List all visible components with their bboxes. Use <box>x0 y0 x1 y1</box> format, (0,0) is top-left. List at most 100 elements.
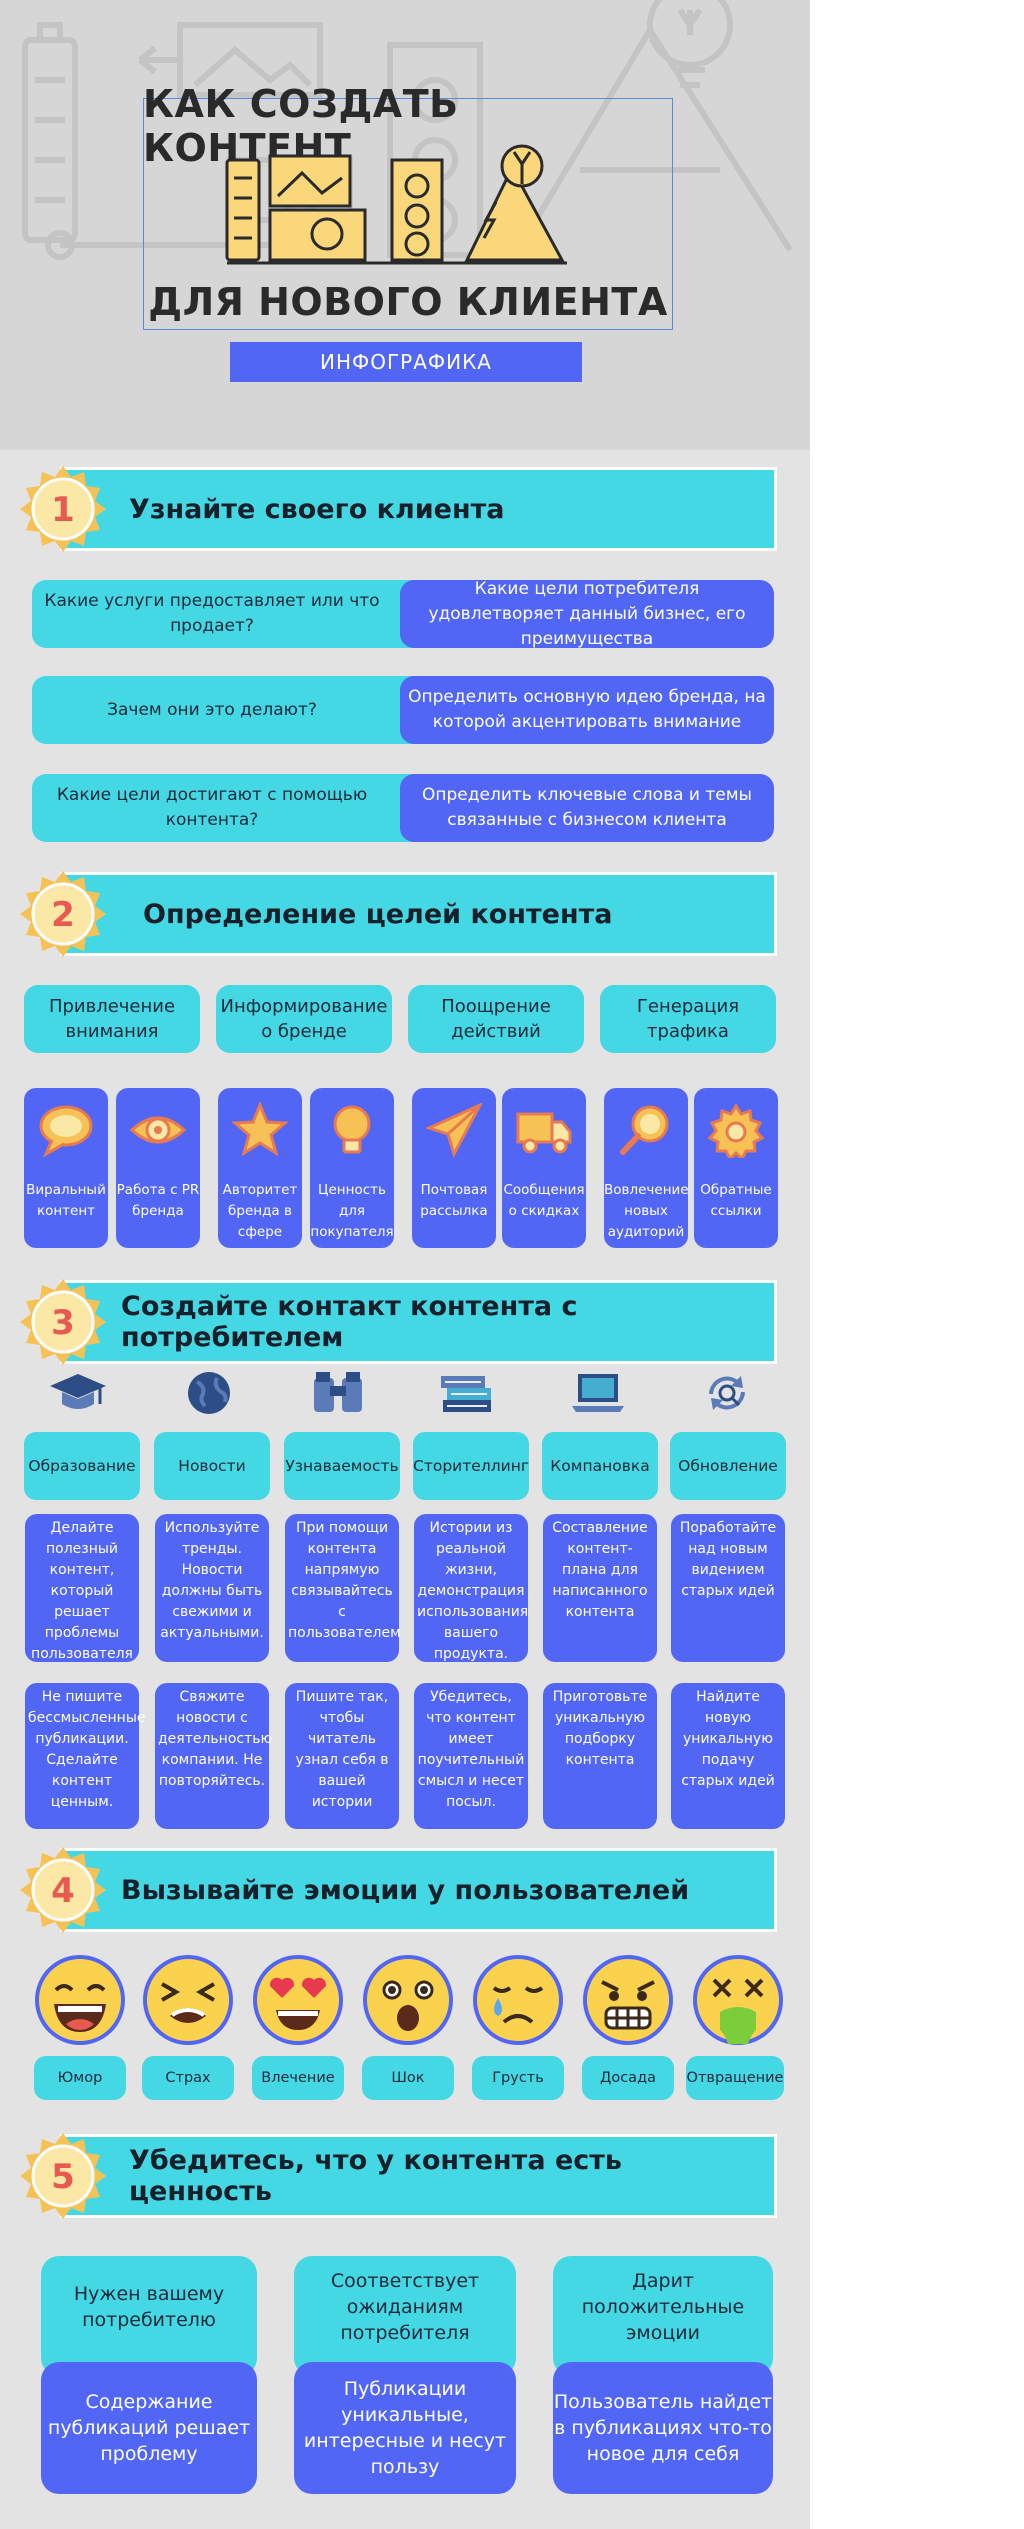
goal-card: Генерация трафика <box>600 985 776 1053</box>
goal-item: Почтовая рассылка <box>412 1088 496 1248</box>
emotion-label: Страх <box>142 2056 234 2100</box>
gear-icon <box>708 1103 764 1158</box>
section3-category: Образование <box>24 1432 140 1500</box>
goal-card: Привлечение внимания <box>24 985 200 1053</box>
hero-section: КАК СОЗДАТЬ КОНТЕНТ ДЛЯ НОВОГО КЛИЕНТА <box>0 0 810 450</box>
value-card-title: Дарит положительные эмоции <box>553 2256 773 2376</box>
goal-item-label: Сообщения о скидках <box>503 1182 585 1219</box>
section3-tip: Поработайте над новым видением старых ид… <box>671 1514 785 1662</box>
laptop-icon <box>572 1374 624 1412</box>
section3-title: Создайте контакт контента с потребителем <box>121 1291 578 1353</box>
emotion-label: Досада <box>582 2056 674 2100</box>
laughing-face-icon <box>35 1955 125 2045</box>
speech-bubble-icon <box>39 1105 93 1158</box>
paper-plane-icon <box>426 1102 482 1158</box>
lightbulb-icon <box>333 1105 371 1154</box>
section1-question: Какие услуги предоставляет или что прода… <box>32 580 452 648</box>
refresh-magnifier-icon <box>709 1376 745 1410</box>
star-icon <box>232 1102 288 1157</box>
section3-banner: Создайте контакт контента с потребителем <box>60 1280 777 1364</box>
section2-banner: Определение целей контента <box>60 872 777 956</box>
section1-row: Какие услуги предоставляет или что прода… <box>32 579 774 649</box>
section3-category: Компановка <box>542 1432 658 1500</box>
value-card-title: Нужен вашему потребителю <box>41 2256 257 2376</box>
section3-advice: Не пишите бессмысленные публикации. Сдел… <box>25 1683 146 1829</box>
section3-category: Сторителлинг <box>413 1432 529 1500</box>
section1-answer: Какие цели потребителя удовлетворяет дан… <box>400 579 774 649</box>
goal-item: Обратные ссылки <box>694 1088 778 1248</box>
emotion-label: Отвращение <box>686 2056 784 2100</box>
hero-title-line2: ДЛЯ НОВОГО КЛИЕНТА <box>148 280 668 324</box>
emotion-label: Грусть <box>472 2056 564 2100</box>
section1-title: Узнайте своего клиента <box>129 493 505 525</box>
goal-item-label: Ценность для покупателя <box>310 1182 394 1240</box>
goal-card: Информирование о бренде <box>216 985 392 1053</box>
idea-graphic-icon <box>225 144 567 265</box>
globe-icon <box>188 1372 230 1414</box>
emotion-label: Влечение <box>252 2056 344 2100</box>
section3-badge-icon: 3 <box>20 1279 106 1365</box>
angry-face-icon <box>583 1955 673 2045</box>
section3-category: Узнаваемость <box>284 1432 400 1500</box>
section3-advice: Приготовьте уникальную подборку контента <box>543 1683 657 1829</box>
goal-item-label: Обратные ссылки <box>700 1182 772 1219</box>
eye-icon <box>130 1116 186 1144</box>
section5-banner: Убедитесь, что у контента есть ценность <box>60 2134 777 2218</box>
section1-row: Зачем они это делают? Определить основну… <box>32 676 774 744</box>
binoculars-icon <box>314 1372 362 1412</box>
title-frame <box>143 98 673 330</box>
scared-face-icon <box>143 1955 233 2045</box>
section1-question: Зачем они это делают? <box>32 676 452 744</box>
value-card-text: Публикации уникальные, интересные и несу… <box>294 2362 516 2494</box>
nauseated-face-icon <box>693 1955 783 2045</box>
section5-number: 5 <box>51 2157 75 2197</box>
section1-number: 1 <box>51 490 75 530</box>
goal-item-label: Авторитет бренда в сфере <box>222 1182 298 1240</box>
section3-advice: Свяжите новости с деятельностью компании… <box>155 1683 272 1829</box>
goal-item-label: Работа с PR брендa <box>116 1182 200 1219</box>
section3-advice: Пишите так, чтобы читатель узнал себя в … <box>285 1683 399 1829</box>
section5-badge-icon: 5 <box>20 2133 106 2219</box>
graduation-cap-icon <box>50 1374 106 1409</box>
section1-row: Какие цели достигают с помощью контента?… <box>32 774 774 842</box>
section3-category: Новости <box>154 1432 270 1500</box>
goal-card: Поощрение действий <box>408 985 584 1053</box>
truck-icon <box>516 1112 572 1154</box>
section5-title: Убедитесь, что у контента есть ценность <box>129 2145 622 2207</box>
goal-item: Сообщения о скидках <box>502 1088 586 1248</box>
value-card-text: Содержание публикаций решает проблему <box>41 2362 257 2494</box>
section1-badge-icon: 1 <box>20 466 106 552</box>
emotion-label: Юмор <box>34 2056 126 2100</box>
emotion-label: Шок <box>362 2056 454 2100</box>
section3-tip: Используйте тренды. Новости должны быть … <box>155 1514 269 1662</box>
magnifier-icon <box>620 1105 669 1155</box>
section1-answer: Определить ключевые слова и темы связанн… <box>400 774 774 842</box>
crying-face-icon <box>473 1955 563 2045</box>
section3-tip: Истории из реальной жизни, демонстрация … <box>414 1514 528 1662</box>
value-card-title: Соответствует ожиданиям потребителя <box>294 2256 516 2376</box>
section1-question: Какие цели достигают с помощью контента? <box>32 774 452 842</box>
section1-answer: Определить основную идею бренда, на кото… <box>400 676 774 744</box>
heart-eyes-face-icon <box>253 1955 343 2045</box>
shocked-face-icon <box>363 1955 453 2045</box>
books-icon <box>441 1376 491 1412</box>
section3-advice: Найдите новую уникальную подачу старых и… <box>671 1683 785 1829</box>
section3-tip: Делайте полезный контент, который решает… <box>25 1514 139 1662</box>
infographic-tag: ИНФОГРАФИКА <box>230 342 582 382</box>
section4-title: Вызывайте эмоции у пользователей <box>121 1874 690 1906</box>
goal-item: Вовлечение новых аудиторий <box>604 1088 689 1248</box>
section3-tip: При помощи контента напрямую связывайтес… <box>285 1514 401 1662</box>
section2-badge-icon: 2 <box>20 871 106 957</box>
goal-item: Виральный контент <box>24 1088 108 1248</box>
section3-tip: Составление контент-плана для написанног… <box>543 1514 657 1662</box>
goal-item-label: Вовлечение новых аудиторий <box>604 1182 689 1240</box>
section2-number: 2 <box>51 895 75 935</box>
section4-banner: Вызывайте эмоции у пользователей <box>60 1848 777 1932</box>
section3-advice: Убедитесь, что контент имеет поучительны… <box>414 1683 528 1829</box>
goal-item: Авторитет бренда в сфере <box>218 1088 302 1248</box>
goal-item: Ценность для покупателя <box>310 1088 394 1248</box>
section3-category: Обновление <box>670 1432 786 1500</box>
section1-banner: Узнайте своего клиента <box>60 467 777 551</box>
section2-title: Определение целей контента <box>143 898 613 930</box>
